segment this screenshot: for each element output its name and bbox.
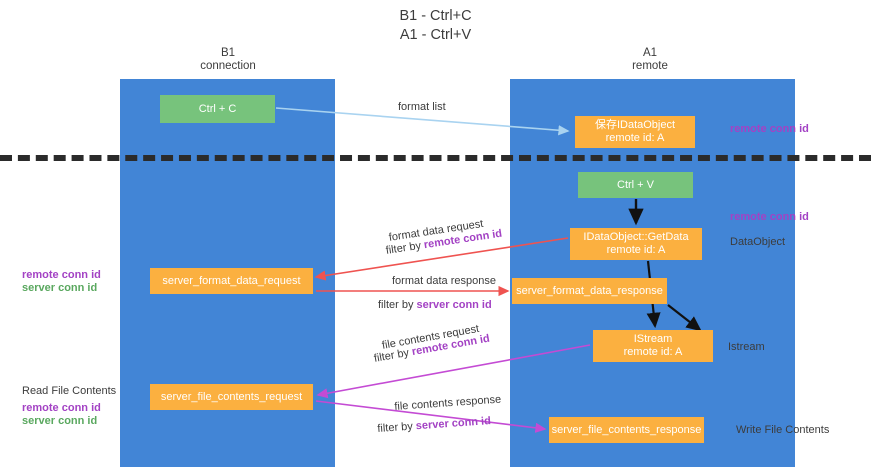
- annotation-left-bottom-remote-conn-id: remote conn id: [22, 402, 101, 414]
- column-header-b1: B1 connection: [148, 47, 308, 73]
- edge-label-format-data-response-filter: filter by server conn id: [378, 299, 492, 312]
- node-server-file-contents-response[interactable]: server_file_contents_response: [549, 417, 704, 443]
- node-idataobject[interactable]: 保存IDataObject remote id: A: [575, 116, 695, 148]
- node-idataobject-getdata[interactable]: IDataObject::GetData remote id: A: [570, 228, 702, 260]
- annotation-right-top-remote-conn-id: remote conn id: [730, 123, 809, 135]
- column-header-b1-role: connection: [200, 60, 256, 72]
- filter-prefix: filter by: [378, 299, 417, 311]
- edge-label-format-data-response: format data response: [392, 275, 496, 287]
- edge-format-data-request: [314, 237, 569, 281]
- node-ctrl-c-label: Ctrl + C: [198, 102, 237, 115]
- column-header-b1-name: B1: [220, 47, 236, 59]
- node-server-format-data-response-label: server_format_data_response: [516, 284, 663, 297]
- node-server-format-data-request[interactable]: server_format_data_request: [150, 268, 313, 294]
- column-header-a1: A1 remote: [570, 47, 730, 73]
- node-server-format-data-request-label: server_format_data_request: [162, 274, 301, 287]
- node-server-file-contents-request-label: server_file_contents_request: [160, 390, 303, 403]
- node-istream-sub: remote id: A: [623, 346, 683, 358]
- annotation-right-mid-remote-conn-id: remote conn id: [730, 211, 809, 223]
- node-istream[interactable]: IStream remote id: A: [593, 330, 713, 362]
- annotation-left-mid-remote-conn-id: remote conn id: [22, 269, 101, 281]
- node-istream-label: IStream: [633, 333, 673, 345]
- filter-key-server-conn-id: server conn id: [416, 299, 492, 311]
- edge-file-contents-response: [315, 400, 547, 433]
- column-header-a1-role: remote: [632, 60, 668, 72]
- title-line-2: A1 - Ctrl+V: [399, 27, 472, 43]
- node-server-file-contents-request[interactable]: server_file_contents_request: [150, 384, 313, 410]
- node-server-format-data-response[interactable]: server_format_data_response: [512, 278, 667, 304]
- node-ctrl-v[interactable]: Ctrl + V: [578, 172, 693, 198]
- node-server-file-contents-response-label: server_file_contents_response: [551, 423, 702, 436]
- node-getdata-sub: remote id: A: [606, 244, 666, 256]
- page-title: B1 - Ctrl+C A1 - Ctrl+V: [0, 7, 871, 45]
- node-getdata-label: IDataObject::GetData: [583, 231, 689, 243]
- edge-file-contents-request: [316, 344, 591, 399]
- annotation-left-bottom-server-conn-id: server conn id: [22, 415, 98, 427]
- phase-divider: [0, 155, 871, 161]
- annotation-left-mid-server-conn-id: server conn id: [22, 282, 98, 294]
- annotation-write-file-contents: Write File Contents: [736, 424, 830, 436]
- node-ctrl-c[interactable]: Ctrl + C: [160, 95, 275, 123]
- filter-prefix: filter by: [377, 420, 417, 435]
- edge-format-list: [275, 107, 570, 136]
- title-line-1: B1 - Ctrl+C: [399, 8, 472, 24]
- annotation-istream: Istream: [728, 341, 765, 353]
- edge-label-format-list: format list: [398, 101, 446, 113]
- annotation-read-file-contents: Read File Contents: [22, 385, 117, 397]
- column-header-a1-name: A1: [642, 47, 658, 59]
- node-ctrl-v-label: Ctrl + V: [617, 178, 654, 191]
- node-idataobject-label: 保存IDataObject: [594, 119, 676, 131]
- annotation-dataobject: DataObject: [730, 236, 786, 248]
- edge-response-to-istream: [667, 304, 702, 332]
- node-idataobject-sub: remote id: A: [605, 132, 665, 144]
